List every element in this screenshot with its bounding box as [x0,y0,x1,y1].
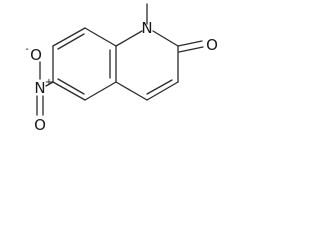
pyridinone-ring [115,30,179,101]
double-bond-c8-c7 [57,33,85,50]
atom-n1-label: N [141,19,152,37]
atom-carbonyl-oxygen-label: O [206,36,218,54]
bond-c6-c5 [52,81,86,101]
nitro-nitrogen-charge: + [45,77,53,88]
double-bond-c2-o [178,46,204,53]
carbonyl-group [177,40,204,53]
double-bond-c3-c4 [146,79,173,95]
atom-nitro-bottom-oxygen-label: O [34,116,46,134]
bond-c4-c4a [115,81,148,101]
bond-c8a-c8 [84,27,117,47]
nitro-group [36,61,54,116]
atom-nitro-nitrogen-label: N [34,79,45,97]
bond-c8-c7 [52,27,86,47]
molecular-structure-diagram: N O N + O - O [25,3,218,134]
bond-n1-c2 [152,30,179,47]
bond-c2-o [177,40,203,47]
double-bond-c6-c5 [57,78,85,95]
benzene-ring [52,27,117,101]
nitro-top-oxygen-charge: - [25,44,29,55]
bond-c6-nnitro [45,81,54,87]
bond-c8a-n1 [115,30,143,47]
bond-c3-c4 [146,81,179,101]
atom-nitro-top-oxygen-label: O [30,46,42,64]
bond-c5-c4a [84,81,117,101]
